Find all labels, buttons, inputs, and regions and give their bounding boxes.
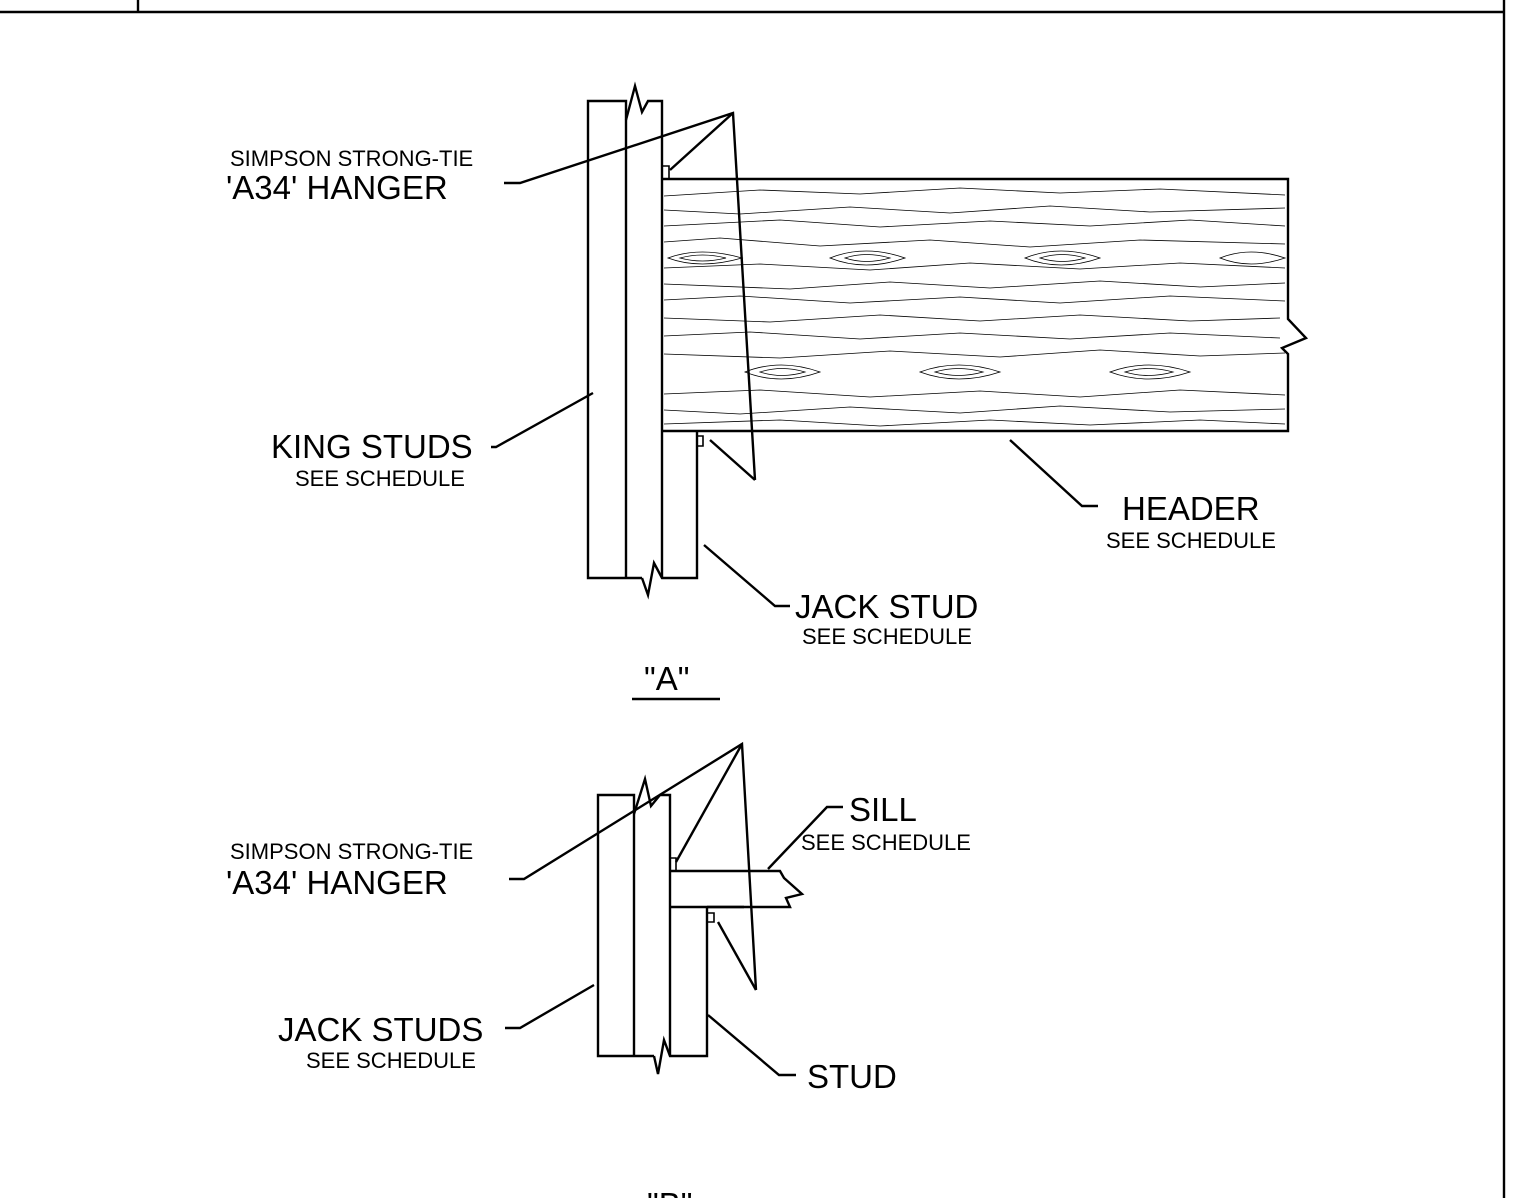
jack-studs-label: JACK STUDS <box>278 1011 483 1048</box>
labels: SIMPSON STRONG-TIE 'A34' HANGER KING STU… <box>226 146 1276 1198</box>
king-studs <box>586 81 699 600</box>
wood-grain <box>663 187 1287 427</box>
sill-sub: SEE SCHEDULE <box>801 830 971 855</box>
detail-a-hanger-line1: SIMPSON STRONG-TIE <box>230 146 473 171</box>
detail-a-leaders <box>491 111 1098 608</box>
detail-a-hanger-line2: 'A34' HANGER <box>226 169 448 206</box>
sill <box>670 869 805 909</box>
detail-a-title: "A" <box>644 660 689 697</box>
jack-stud-label: JACK STUD <box>795 588 978 625</box>
stud-label: STUD <box>807 1058 897 1095</box>
detail-b <box>505 741 843 1077</box>
jack-studs-sub: SEE SCHEDULE <box>306 1048 476 1073</box>
jack-stud-sub: SEE SCHEDULE <box>802 624 972 649</box>
detail-a <box>491 81 1309 701</box>
detail-b-hanger-line2: 'A34' HANGER <box>226 864 448 901</box>
detail-b-leaders <box>505 741 843 1077</box>
header-sub: SEE SCHEDULE <box>1106 528 1276 553</box>
king-studs-sub: SEE SCHEDULE <box>295 466 465 491</box>
sill-label: SILL <box>849 791 917 828</box>
header-beam <box>662 177 1309 433</box>
detail-b-hanger-line1: SIMPSON STRONG-TIE <box>230 839 473 864</box>
a34-hanger-clips <box>662 165 730 447</box>
king-studs-label: KING STUDS <box>271 428 473 465</box>
detail-b-title: "B" <box>647 1186 692 1198</box>
a34-hanger-clips-b <box>670 857 715 923</box>
jack-studs <box>596 774 709 1075</box>
header-label: HEADER <box>1122 490 1260 527</box>
